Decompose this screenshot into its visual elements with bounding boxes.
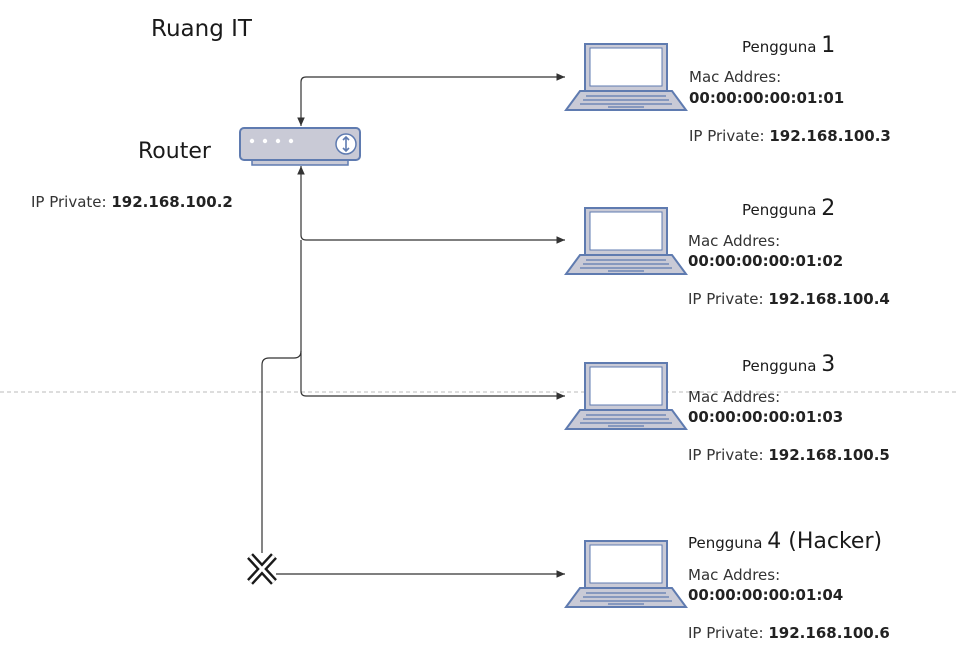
user-2-name: Pengguna 2 xyxy=(742,196,835,221)
x-mark-icon xyxy=(247,553,277,585)
user-4-name: Pengguna 4 (Hacker) xyxy=(688,529,882,554)
laptop-icon-pengguna-4 xyxy=(565,540,687,608)
link-router-pengguna-3 xyxy=(300,240,565,400)
user-4-name-label: Pengguna xyxy=(688,534,763,552)
user-4-mac-value: 00:00:00:00:01:04 xyxy=(688,586,844,604)
user-3-mac-value: 00:00:00:00:01:03 xyxy=(688,408,844,426)
router-ip-label: IP Private: xyxy=(31,193,107,211)
user-4-ip-label: IP Private: xyxy=(688,624,764,642)
user-3-name-label: Pengguna xyxy=(742,357,817,375)
user-4-mac-label: Mac Addres: xyxy=(688,566,781,584)
user-1-number: 1 xyxy=(821,33,836,58)
router-icon xyxy=(239,127,361,166)
laptop-icon-pengguna-1 xyxy=(565,43,687,111)
link-router-pengguna-1 xyxy=(297,73,565,126)
user-3-name: Pengguna 3 xyxy=(742,352,835,377)
user-1-name: Pengguna 1 xyxy=(742,33,835,58)
user-1-name-label: Pengguna xyxy=(742,38,817,56)
user-1-ip-label: IP Private: xyxy=(689,127,765,145)
user-2-ip-value: 192.168.100.4 xyxy=(768,290,890,308)
link-router-pengguna-2 xyxy=(297,166,565,244)
user-3-ip-value: 192.168.100.5 xyxy=(768,446,890,464)
user-2-number: 2 xyxy=(821,196,836,221)
user-1-ip: IP Private: 192.168.100.3 xyxy=(689,127,891,145)
router-ip: IP Private: 192.168.100.2 xyxy=(31,193,233,211)
router-label: Router xyxy=(138,139,211,164)
laptop-icon-pengguna-3 xyxy=(565,362,687,430)
user-2-name-label: Pengguna xyxy=(742,201,817,219)
user-4-ip-value: 192.168.100.6 xyxy=(768,624,890,642)
link-hacker-branch xyxy=(261,350,302,553)
user-4-ip: IP Private: 192.168.100.6 xyxy=(688,624,890,642)
user-2-ip: IP Private: 192.168.100.4 xyxy=(688,290,890,308)
user-1-ip-value: 192.168.100.3 xyxy=(769,127,891,145)
user-1-mac-label: Mac Addres: xyxy=(689,68,782,86)
laptop-icon-pengguna-2 xyxy=(565,207,687,275)
router-ip-value: 192.168.100.2 xyxy=(111,193,233,211)
user-1-mac-value: 00:00:00:00:01:01 xyxy=(689,89,845,107)
user-3-ip: IP Private: 192.168.100.5 xyxy=(688,446,890,464)
user-2-mac-label: Mac Addres: xyxy=(688,232,781,250)
user-2-mac-value: 00:00:00:00:01:02 xyxy=(688,252,844,270)
connectors xyxy=(261,73,565,578)
user-2-ip-label: IP Private: xyxy=(688,290,764,308)
user-4-number: 4 (Hacker) xyxy=(767,529,883,554)
room-title: Ruang IT xyxy=(151,16,252,42)
user-3-ip-label: IP Private: xyxy=(688,446,764,464)
user-3-mac-label: Mac Addres: xyxy=(688,388,781,406)
user-3-number: 3 xyxy=(821,352,836,377)
